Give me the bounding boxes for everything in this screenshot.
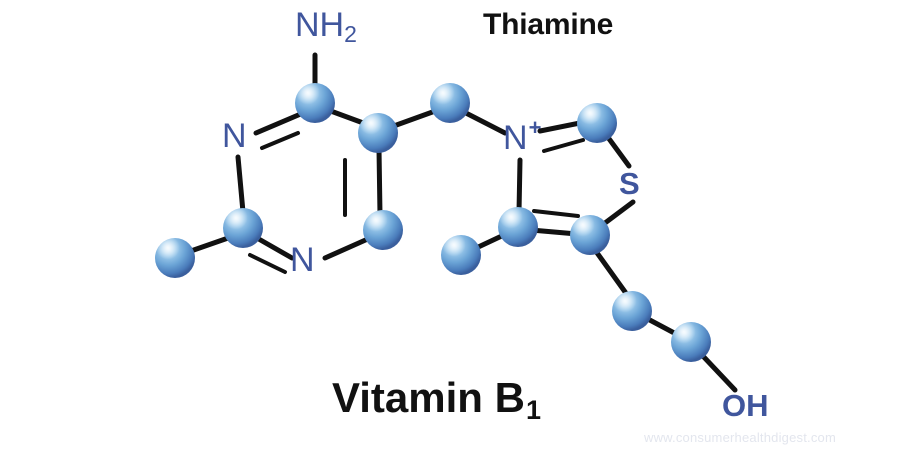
vitamin-title-subscript: 1 bbox=[525, 395, 541, 425]
bond-c2-n3-inner bbox=[248, 253, 287, 274]
bond-s-c5thz bbox=[598, 199, 636, 229]
atom-sphere bbox=[570, 215, 610, 255]
bond-chain1-chain2 bbox=[643, 315, 681, 338]
bond-c5thz-c4thz-inner bbox=[532, 209, 580, 218]
bond-c5thz-c4thz bbox=[528, 227, 580, 237]
atom-sphere bbox=[363, 210, 403, 250]
hydroxyl-label: OH bbox=[722, 388, 769, 423]
atom-sphere bbox=[223, 208, 263, 248]
bond-n1-c2 bbox=[235, 154, 246, 215]
sulfur-label: S bbox=[619, 166, 640, 201]
atom-sphere bbox=[295, 83, 335, 123]
bond-c4-n1 bbox=[253, 110, 306, 136]
bond-c4-n1-inner bbox=[260, 131, 300, 150]
bond-c4thz-nplus bbox=[516, 157, 523, 215]
pyrimidine-n3-label: N bbox=[290, 241, 315, 279]
atom-sphere bbox=[358, 113, 398, 153]
bond-c6-c5 bbox=[376, 146, 383, 218]
atom-sphere bbox=[671, 322, 711, 362]
thiazolium-n-label: N+ bbox=[503, 115, 542, 157]
bond-c5thz-chain1 bbox=[592, 247, 631, 299]
compound-title: Thiamine bbox=[483, 8, 614, 41]
atom-sphere bbox=[612, 291, 652, 331]
page-title: Vitamin B1 bbox=[332, 374, 541, 425]
bond-c5-ch2 bbox=[388, 107, 441, 130]
watermark-url: www.consumerhealthdigest.com bbox=[644, 430, 837, 445]
bond-c2-methyl bbox=[185, 234, 234, 255]
bond-chain2-oh bbox=[698, 351, 738, 393]
bond-ch2-nplus bbox=[459, 108, 508, 136]
atom-sphere bbox=[498, 207, 538, 247]
amine-label: NH2 bbox=[295, 6, 357, 47]
bond-n3-c6 bbox=[322, 235, 373, 261]
bond-c2thz-s bbox=[604, 133, 632, 169]
atom-sphere bbox=[441, 235, 481, 275]
bond-nplus-c2thz-inner bbox=[542, 138, 585, 153]
atom-sphere-group bbox=[155, 83, 711, 362]
pyrimidine-n1-label: N bbox=[222, 117, 247, 155]
atom-sphere bbox=[155, 238, 195, 278]
bond-c2-n3 bbox=[254, 235, 295, 261]
bond-c5-c4 bbox=[325, 107, 369, 127]
vitamin-title-text: Vitamin B bbox=[332, 374, 525, 421]
atom-sphere bbox=[577, 103, 617, 143]
atom-sphere bbox=[430, 83, 470, 123]
